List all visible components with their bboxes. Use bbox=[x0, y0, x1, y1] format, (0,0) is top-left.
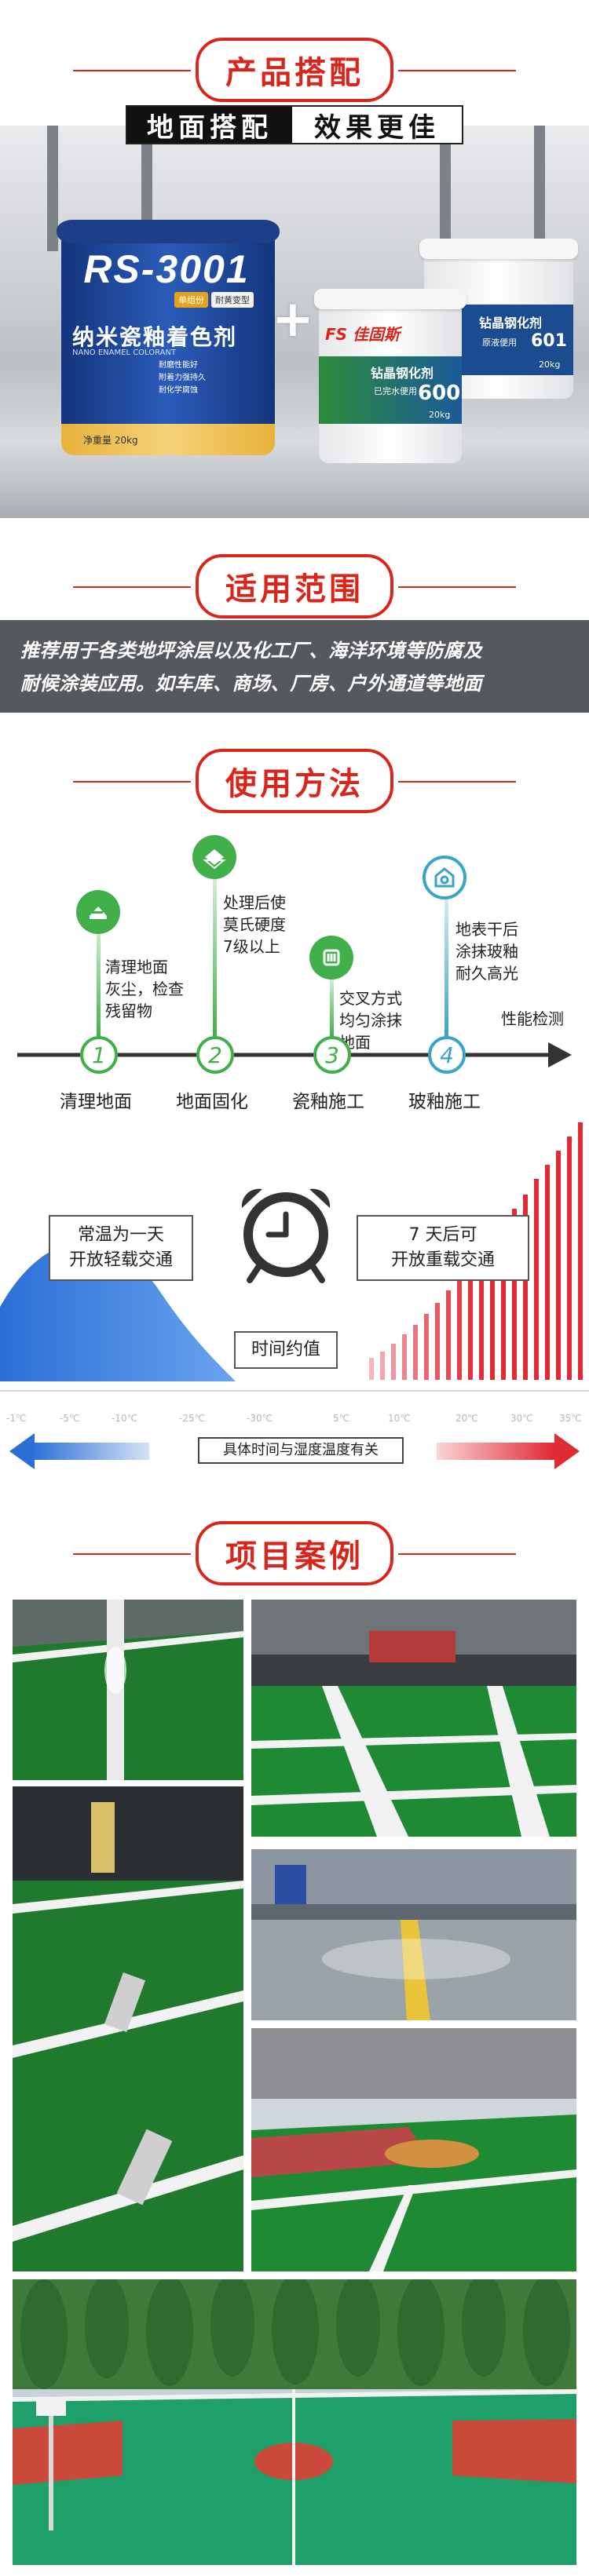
step-1-description: 清理地面 灰尘，检查 残留物 bbox=[105, 956, 184, 1022]
step-4-description: 地表干后 涂抹玻釉 耐久高光 bbox=[455, 918, 518, 984]
product-tag: 单组份 bbox=[174, 292, 208, 308]
cleaning-icon bbox=[76, 890, 120, 934]
temperature-label: 35℃ bbox=[559, 1413, 582, 1424]
main-product-bucket: RS-3001 单组份 耐黄变型 纳米瓷釉着色剂 NANO ENAMEL COL… bbox=[57, 220, 280, 455]
time-label: 时间约值 bbox=[234, 1331, 338, 1369]
case-photo-1 bbox=[13, 1600, 243, 1780]
product-english-name: NANO ENAMEL COLORANT bbox=[72, 348, 177, 357]
case-photo-4 bbox=[251, 1849, 576, 2020]
scope-description: 推荐用于各类地坪涂层以及化工厂、海洋环境等防腐及 耐候涂装应用。如车库、商场、厂… bbox=[0, 620, 589, 713]
product-subtitle: 地面搭配 效果更佳 bbox=[126, 105, 463, 144]
subtitle-right: 效果更佳 bbox=[314, 111, 440, 144]
case-photo-6 bbox=[13, 2279, 576, 2565]
step-3-number: 3 bbox=[313, 1036, 351, 1074]
pail-600-weight: 20kg bbox=[429, 410, 451, 420]
temperature-label: -5℃ bbox=[60, 1413, 80, 1424]
step-1-number: 1 bbox=[80, 1036, 118, 1074]
method-section-title: 使用方法 bbox=[73, 749, 516, 813]
performance-label: 性能检测 bbox=[501, 1009, 564, 1028]
light-traffic-box: 常温为一天 开放轻载交通 bbox=[49, 1215, 193, 1281]
scope-section-title: 适用范围 bbox=[73, 554, 516, 618]
scope-line: 推荐用于各类地坪涂层以及化工厂、海洋环境等防腐及 bbox=[20, 640, 482, 662]
scope-line: 耐候涂装应用。如车库、商场、厂房、户外通道等地面 bbox=[20, 673, 482, 695]
product-section: 产品搭配 地面搭配 效果更佳 RS-3001 单组份 耐黄变型 纳米瓷釉着色剂 … bbox=[0, 0, 589, 518]
temperature-label: -25℃ bbox=[179, 1413, 206, 1424]
pail-601-weight: 20kg bbox=[539, 359, 561, 370]
step-2-description: 处理后使 莫氏硬度 7级以上 bbox=[223, 892, 286, 958]
temperature-stripes bbox=[369, 1122, 583, 1380]
step-desc-line: 灰尘，检查 bbox=[105, 980, 184, 998]
step-4-number: 4 bbox=[428, 1036, 466, 1074]
product-weight: 净重量 20kg bbox=[61, 424, 275, 455]
step-desc-line: 涂抹玻釉 bbox=[455, 942, 518, 961]
step-desc-line: 处理后使 bbox=[223, 893, 286, 912]
temperature-label: -1℃ bbox=[6, 1413, 27, 1424]
step-desc-line: 残留物 bbox=[105, 1002, 152, 1020]
step-1-label: 清理地面 bbox=[60, 1092, 132, 1112]
temperature-label: 5℃ bbox=[333, 1413, 350, 1424]
step-desc-line: 清理地面 bbox=[105, 958, 168, 976]
step-desc-line: 7级以上 bbox=[223, 937, 280, 956]
step-desc-line: 莫氏硬度 bbox=[223, 915, 286, 934]
pail-601-note: 原液便用 bbox=[482, 338, 517, 348]
pail-600-logo: FS 佳固斯 bbox=[325, 325, 401, 344]
product-section-title: 产品搭配 bbox=[73, 38, 516, 102]
cases-section-title: 项目案例 bbox=[73, 1521, 516, 1585]
box-line: 开放轻载交通 bbox=[68, 1250, 173, 1270]
pail-600-number: 600 bbox=[418, 381, 461, 405]
plus-icon: + bbox=[272, 290, 314, 348]
step-2-label: 地面固化 bbox=[176, 1092, 248, 1112]
step-desc-line: 地表干后 bbox=[455, 920, 518, 939]
step-desc-line: 均匀涂抹 bbox=[339, 1011, 402, 1030]
method-diagram bbox=[0, 871, 589, 1469]
temperature-label: -10℃ bbox=[112, 1413, 138, 1424]
pail-600: FS 佳固斯 钻晶钢化剂 600 已完水便用 20kg bbox=[314, 289, 466, 463]
enamel-icon bbox=[309, 936, 353, 980]
product-feature: 耐磨性能好 bbox=[159, 361, 198, 370]
case-photo-5 bbox=[251, 2028, 576, 2271]
box-line: 开放重载交通 bbox=[390, 1250, 495, 1270]
product-feature: 附着力强持久 bbox=[159, 374, 206, 382]
product-tag: 耐黄变型 bbox=[211, 292, 254, 308]
curing-icon bbox=[192, 835, 236, 879]
step-2-number: 2 bbox=[196, 1036, 234, 1074]
temperature-label: 30℃ bbox=[510, 1413, 533, 1424]
temperature-label: 10℃ bbox=[388, 1413, 411, 1424]
step-desc-line: 交叉方式 bbox=[339, 989, 402, 1008]
product-brand: RS-3001 bbox=[83, 247, 250, 291]
pail-601-number: 601 bbox=[531, 331, 567, 351]
step-3-description: 交叉方式 均匀涂抹 地面 bbox=[339, 987, 402, 1053]
temperature-note: 具体时间与湿度温度有关 bbox=[198, 1437, 404, 1464]
temperature-label: 20℃ bbox=[455, 1413, 478, 1424]
box-line: 常温为一天 bbox=[77, 1225, 164, 1245]
case-photo-3 bbox=[13, 1786, 243, 2271]
case-photo-2 bbox=[251, 1600, 576, 1837]
temperature-label: -30℃ bbox=[247, 1413, 273, 1424]
pail-601-label: 钻晶钢化剂 bbox=[479, 316, 543, 330]
step-4-label: 玻釉施工 bbox=[408, 1092, 481, 1112]
product-name: 纳米瓷釉着色剂 bbox=[72, 324, 238, 350]
box-line: 7 天后可 bbox=[408, 1225, 477, 1245]
heavy-traffic-box: 7 天后可 开放重载交通 bbox=[357, 1215, 529, 1281]
alarm-clock-icon bbox=[241, 1188, 331, 1283]
pail-600-label: 钻晶钢化剂 bbox=[371, 366, 434, 381]
subtitle-left: 地面搭配 bbox=[127, 107, 292, 144]
product-feature: 耐化学腐蚀 bbox=[159, 386, 198, 395]
step-3-label: 瓷釉施工 bbox=[292, 1092, 364, 1112]
step-desc-line: 耐久高光 bbox=[455, 964, 518, 983]
glaze-icon bbox=[423, 856, 466, 899]
pail-600-note: 已完水便用 bbox=[374, 386, 417, 396]
